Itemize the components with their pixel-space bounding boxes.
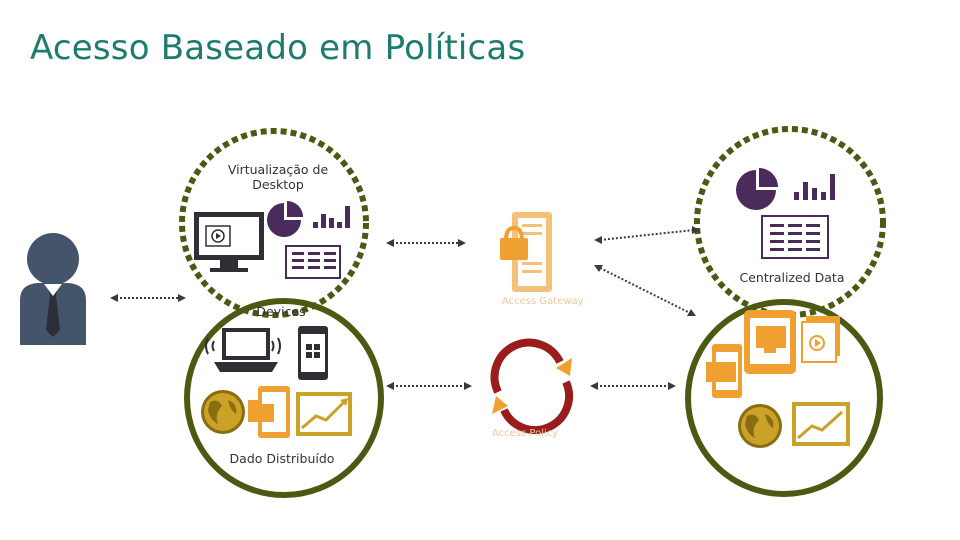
globe-icon-remote xyxy=(738,404,782,448)
devices-label: Devices xyxy=(256,304,306,319)
globe-icon xyxy=(201,390,245,434)
virtualization-circle xyxy=(179,128,369,318)
server-lock-icon xyxy=(500,212,552,292)
remote-circle xyxy=(685,299,883,497)
access-gateway-label: Access Gateway xyxy=(502,296,584,307)
tablet-icon xyxy=(744,310,796,374)
arrow-gateway-remote xyxy=(599,267,691,314)
bar-chart-icon-central xyxy=(794,174,835,200)
arrow-gateway-central xyxy=(599,229,695,241)
video-stack-icon xyxy=(801,316,840,363)
document-icon xyxy=(285,245,341,279)
virtualization-label: Virtualização de Desktop xyxy=(227,162,329,192)
laptop-icon xyxy=(205,328,281,372)
monitor-icon xyxy=(194,212,264,272)
trend-chart-icon xyxy=(296,392,352,436)
sync-icon xyxy=(490,338,574,435)
access-policy-label: Access Policy xyxy=(492,428,559,439)
page-title: Acesso Baseado em Políticas xyxy=(30,28,526,68)
distributed-label: Dado Distribuído xyxy=(229,451,335,466)
bar-chart-icon xyxy=(313,206,350,228)
folder-phone-icon xyxy=(706,344,742,398)
devices-circle xyxy=(184,298,384,498)
phone-icon xyxy=(298,326,328,380)
server-doc-icon xyxy=(248,386,290,438)
pie-chart-icon xyxy=(267,201,303,237)
document-icon-central xyxy=(761,215,829,259)
trend-chart-icon-remote xyxy=(792,402,850,446)
user-icon xyxy=(20,233,86,345)
pie-chart-icon-central xyxy=(736,168,778,210)
centralized-label: Centralized Data xyxy=(739,270,845,285)
